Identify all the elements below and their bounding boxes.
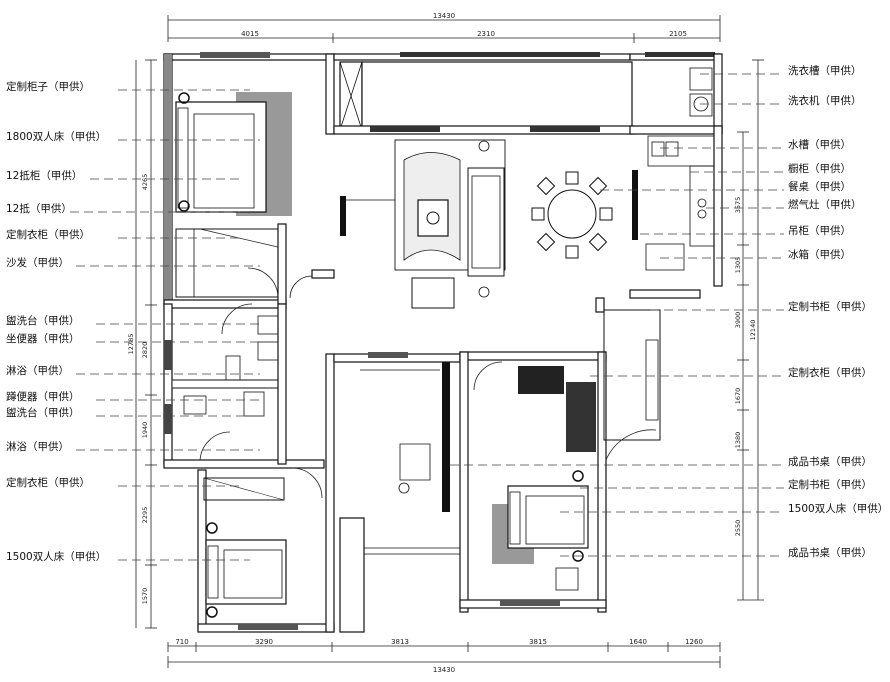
right-labels: 洗衣槽（甲供） 洗衣机（甲供） 水槽（甲供） 橱柜（甲供） 餐桌（甲供） 燃气灶… [450,64,888,559]
bottom-total-dim: 13430 [433,666,455,674]
left-label-6: 沙发（甲供） [6,256,69,269]
top-dim-seg-1: 4015 [241,30,259,38]
right-label-13: 1500双人床（甲供） [788,502,888,515]
right-label-11: 成品书桌（甲供） [788,455,872,468]
left-label-11: 盥洗台（甲供） [6,406,80,419]
right-label-9: 定制书柜（甲供） [788,300,872,313]
left-label-12: 淋浴（甲供） [6,440,69,453]
top-dim-seg-3: 2105 [669,30,687,38]
right-dimension: 3575 1305 3900 1670 1380 2550 12140 [734,59,764,601]
walls [163,52,723,633]
right-dim-seg-3: 3900 [734,312,742,329]
right-label-5: 餐桌（甲供） [788,180,851,193]
left-label-10: 蹲便器（甲供） [6,390,80,403]
left-label-7: 盥洗台（甲供） [6,314,80,327]
right-label-7: 吊柜（甲供） [788,224,851,237]
left-total-dim: 12785 [127,334,135,355]
bottom-dim-seg-1: 710 [175,638,188,646]
right-dim-seg-4: 1670 [734,388,742,405]
right-label-10: 定制衣柜（甲供） [788,366,872,379]
left-dim-seg-2: 2820 [141,342,149,359]
right-dim-seg-6: 2550 [734,520,742,537]
bottom-dim-seg-2: 3290 [255,638,273,646]
right-dim-seg-1: 3575 [734,197,742,214]
left-label-2: 1800双人床（甲供） [6,130,106,143]
top-total-dim: 13430 [433,12,455,20]
right-label-4: 橱柜（甲供） [788,162,851,175]
bottom-dim-seg-6: 1260 [685,638,703,646]
right-total-dim: 12140 [749,320,757,341]
top-dim-seg-2: 2310 [477,30,495,38]
left-labels: 定制柜子（甲供） 1800双人床（甲供） 12抵柜（甲供） 12抵（甲供） 定制… [6,80,260,563]
right-label-14: 成品书桌（甲供） [788,546,872,559]
left-label-8: 坐便器（甲供） [6,332,80,345]
left-label-13: 定制衣柜（甲供） [6,476,90,489]
right-label-3: 水槽（甲供） [788,138,851,151]
bottom-dim-seg-4: 3815 [529,638,547,646]
left-label-4: 12抵（甲供） [6,202,72,215]
right-label-12: 定制书柜（甲供） [788,478,872,491]
left-dim-seg-5: 1570 [141,588,149,605]
left-dim-seg-4: 2295 [141,507,149,524]
right-label-6: 燃气灶（甲供） [788,198,862,211]
left-dim-seg-1: 4265 [141,174,149,191]
left-dimension: 4265 2820 1940 2295 1570 12785 [127,59,157,629]
left-label-5: 定制衣柜（甲供） [6,228,90,241]
left-dim-seg-3: 1940 [141,422,149,439]
left-label-14: 1500双人床（甲供） [6,550,106,563]
left-label-9: 淋浴（甲供） [6,364,69,377]
right-label-2: 洗衣机（甲供） [788,94,862,107]
right-label-1: 洗衣槽（甲供） [788,64,862,77]
left-label-1: 定制柜子（甲供） [6,80,90,93]
right-dim-seg-5: 1380 [734,432,742,449]
bottom-dim-seg-5: 1640 [629,638,647,646]
right-dim-seg-2: 1305 [734,257,742,274]
left-label-3: 12抵柜（甲供） [6,169,82,182]
bottom-dim-seg-3: 3813 [391,638,409,646]
bottom-dimension: 710 3290 3813 3815 1640 1260 13430 [167,638,721,674]
top-dimension: 13430 4015 2310 2105 [167,12,721,43]
right-label-8: 冰箱（甲供） [788,248,851,261]
